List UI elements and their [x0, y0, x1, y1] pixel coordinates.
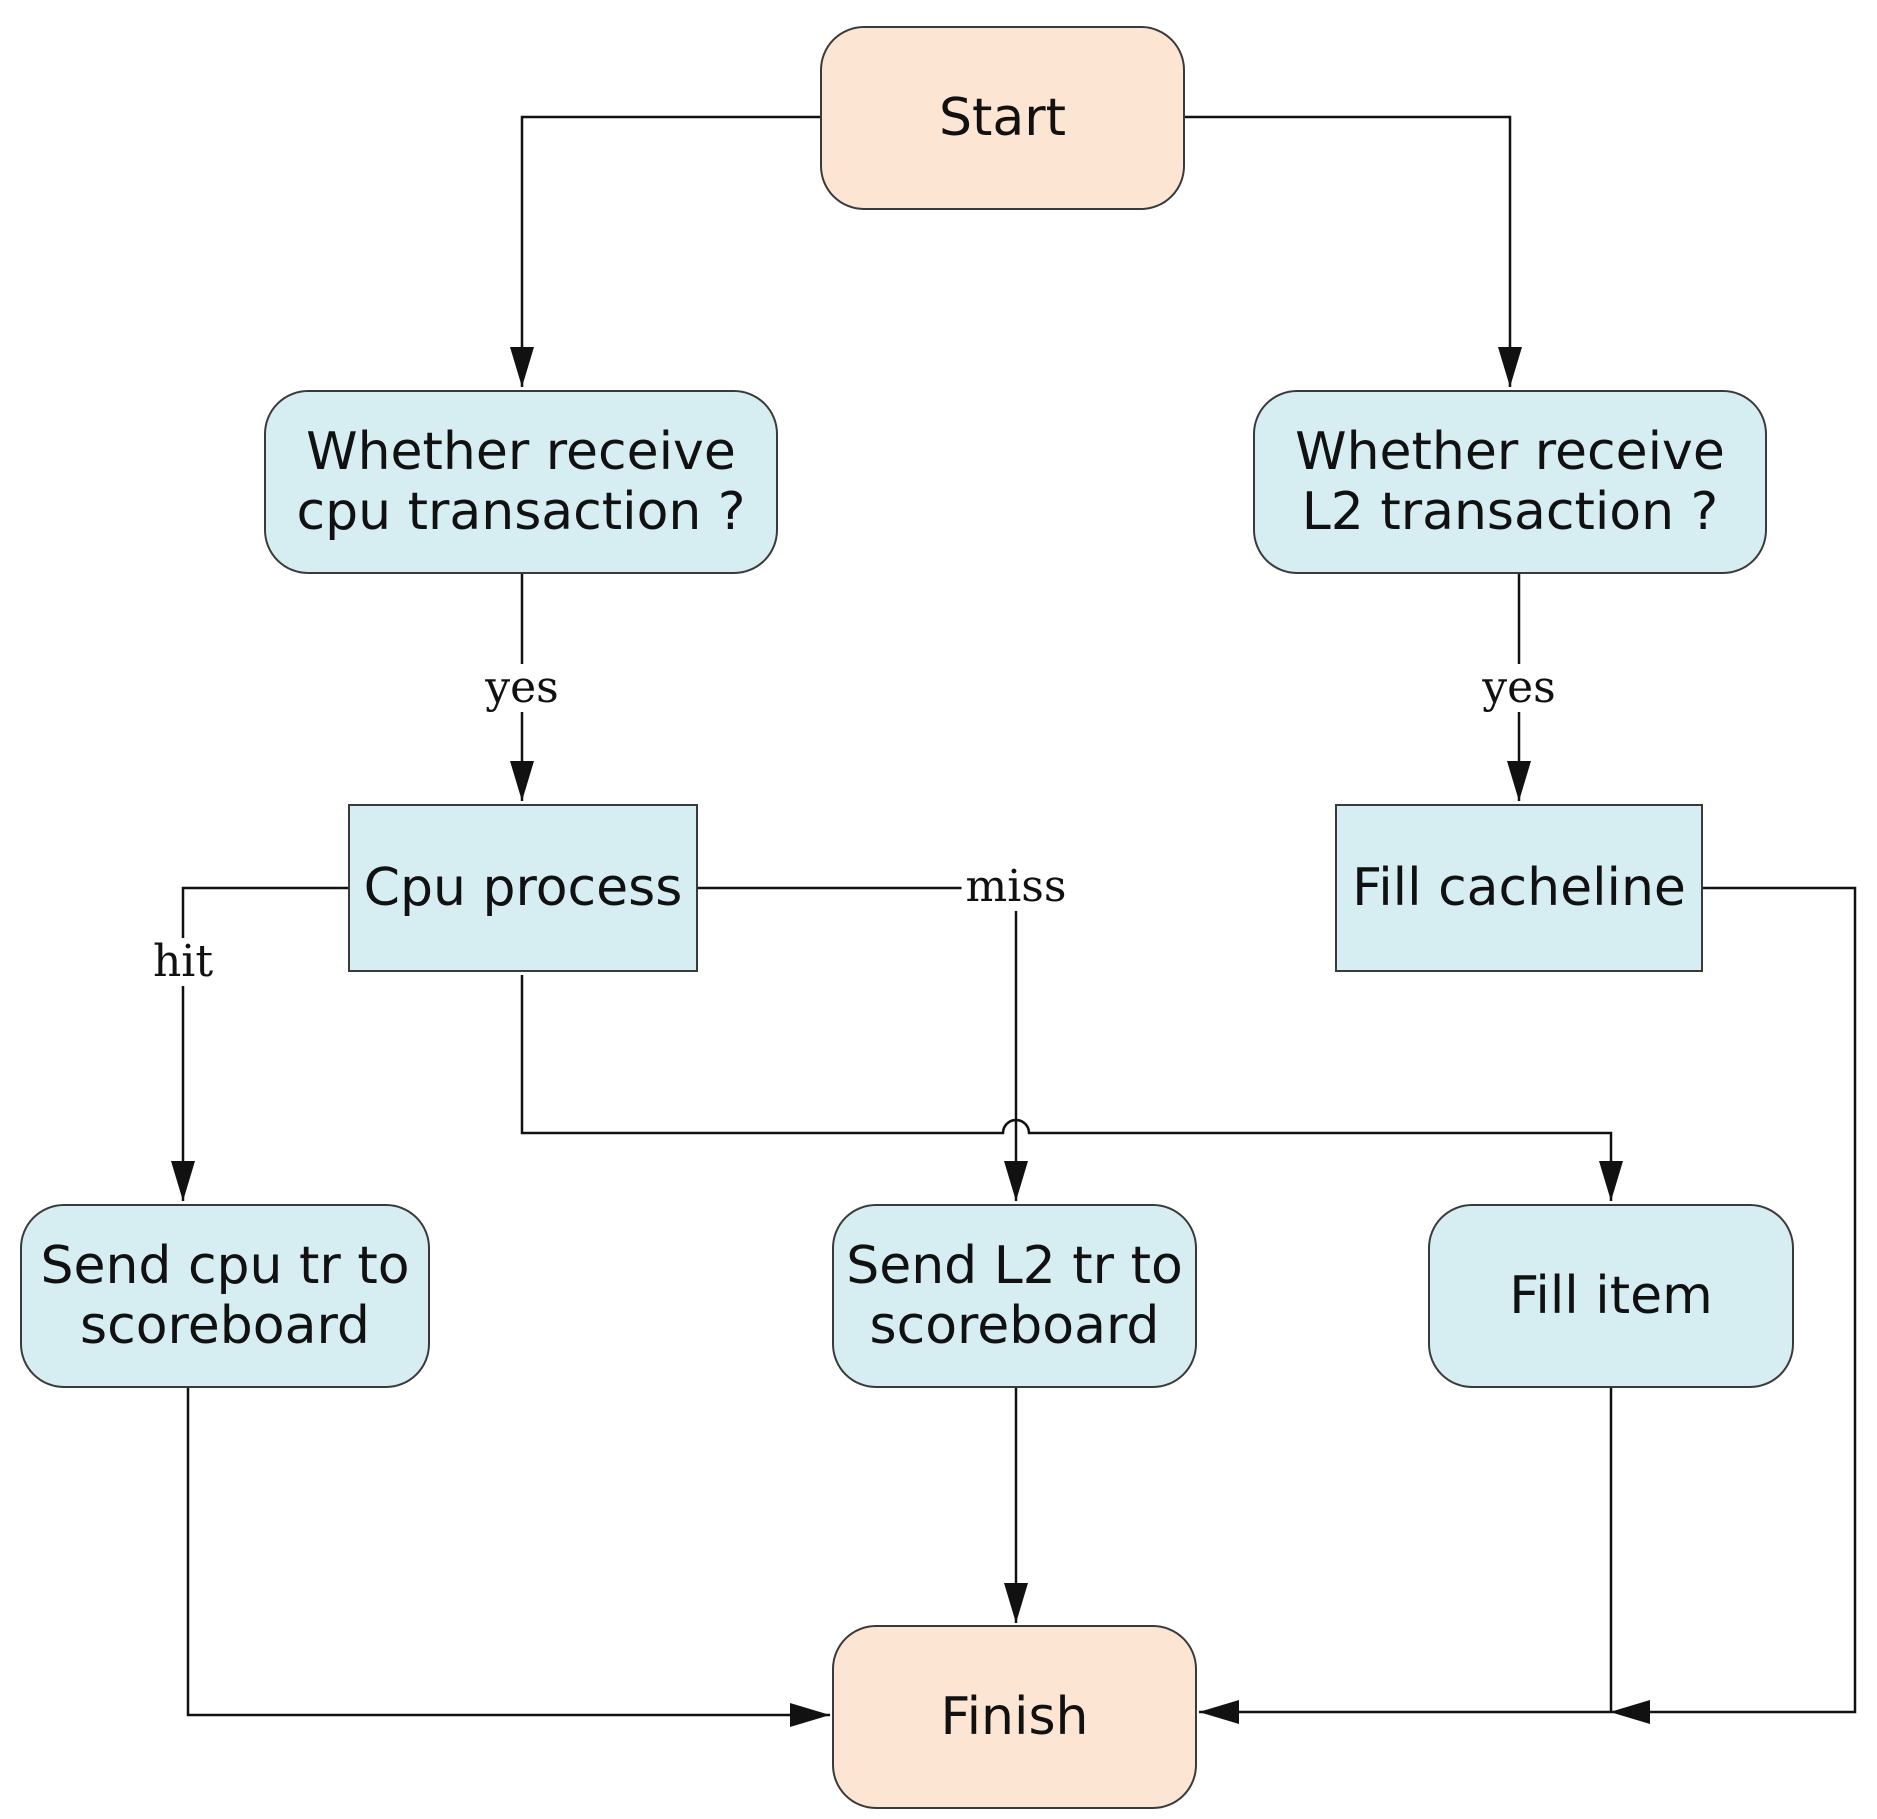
l2-yes-label: yes	[1478, 664, 1560, 712]
cpu-transaction-decision: Whether receive cpu transaction ?	[264, 390, 778, 574]
edge-start-to-cpu-decision	[510, 115, 820, 387]
send-l2-tr-node: Send L2 tr to scoreboard	[832, 1204, 1197, 1388]
finish-label: Finish	[940, 1687, 1089, 1747]
cpu-process-node: Cpu process	[348, 804, 698, 972]
fill-cacheline-node: Fill cacheline	[1335, 804, 1703, 972]
cpu-yes-label: yes	[481, 664, 563, 712]
miss-label: miss	[961, 863, 1071, 911]
edge-fill-cacheline-to-finish	[1199, 886, 1857, 1724]
start-label: Start	[938, 88, 1067, 148]
send-cpu-tr-label: Send cpu tr to scoreboard	[40, 1236, 410, 1356]
edge-miss-to-send-l2	[698, 886, 1028, 1201]
edge-send-cpu-to-finish	[186, 1388, 830, 1727]
l2-transaction-decision: Whether receive L2 transaction ?	[1253, 390, 1767, 574]
finish-node: Finish	[832, 1625, 1197, 1809]
join-arrowhead	[1610, 1700, 1650, 1724]
edge-cpu-process-to-fill-item	[520, 975, 1623, 1201]
edge-hit-to-send-cpu	[171, 886, 348, 1201]
fill-item-node: Fill item	[1428, 1204, 1794, 1388]
fill-cacheline-label: Fill cacheline	[1352, 858, 1686, 918]
start-node: Start	[820, 26, 1185, 210]
cpu-decision-label: Whether receive cpu transaction ?	[296, 422, 746, 542]
send-cpu-tr-node: Send cpu tr to scoreboard	[20, 1204, 430, 1388]
edge-start-to-l2-decision	[1185, 115, 1522, 387]
l2-decision-label: Whether receive L2 transaction ?	[1295, 422, 1725, 542]
fill-item-label: Fill item	[1509, 1266, 1713, 1326]
cpu-process-label: Cpu process	[363, 858, 683, 918]
send-l2-tr-label: Send L2 tr to scoreboard	[846, 1236, 1183, 1356]
hit-label: hit	[148, 938, 218, 986]
